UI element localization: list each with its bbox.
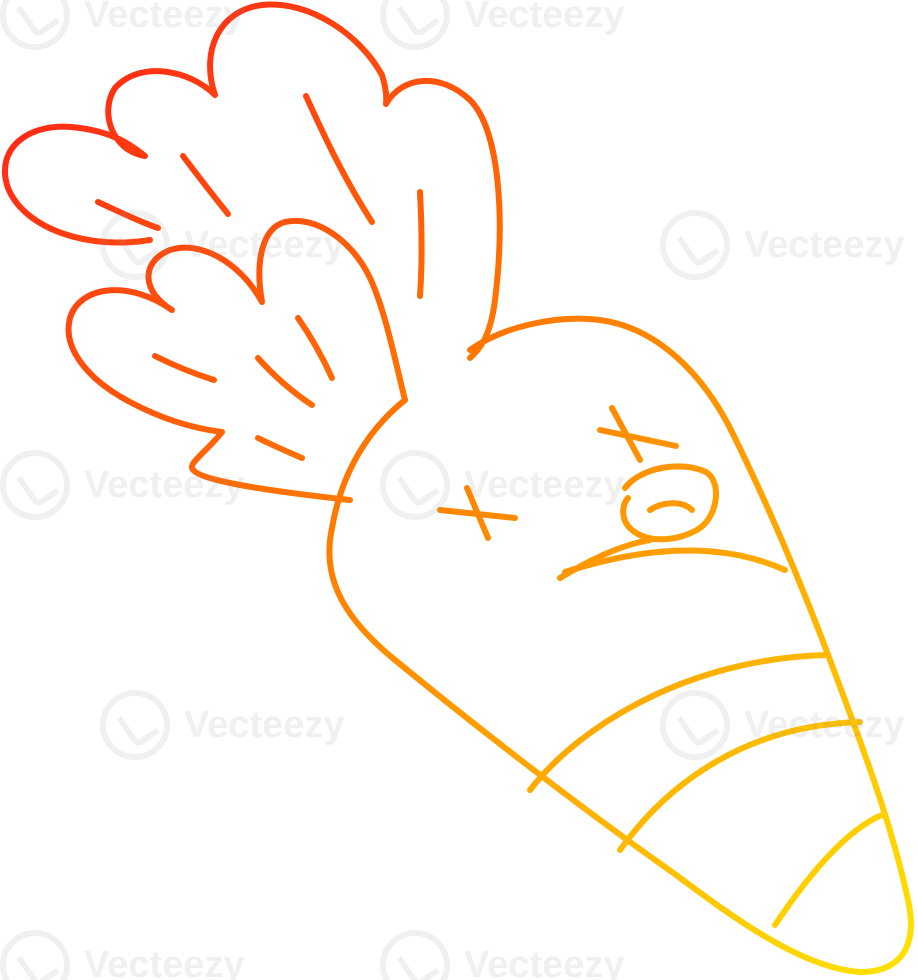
back-leaf-outline [2, 1, 503, 361]
leaf-vein [417, 189, 425, 299]
leaf-vein [255, 355, 315, 408]
leaf-vein [255, 435, 305, 461]
leaf-vein [152, 353, 217, 383]
tongue-inner [647, 500, 695, 513]
carrot-body-outline [326, 315, 914, 975]
tongue-outline [620, 463, 720, 543]
leaf-vein [95, 199, 161, 231]
front-leaf-outline [65, 217, 408, 503]
leaf-vein [303, 93, 375, 225]
carrot-stripe [527, 652, 831, 793]
left-x-eye [437, 485, 518, 541]
leaf-vein [295, 315, 335, 381]
carrot-stripe [617, 719, 863, 853]
carrot-stripe [562, 547, 788, 575]
right-x-eye [597, 405, 679, 463]
leaf-vein [180, 153, 231, 217]
carrot-stripe [772, 812, 885, 928]
mouth-line [557, 537, 653, 581]
